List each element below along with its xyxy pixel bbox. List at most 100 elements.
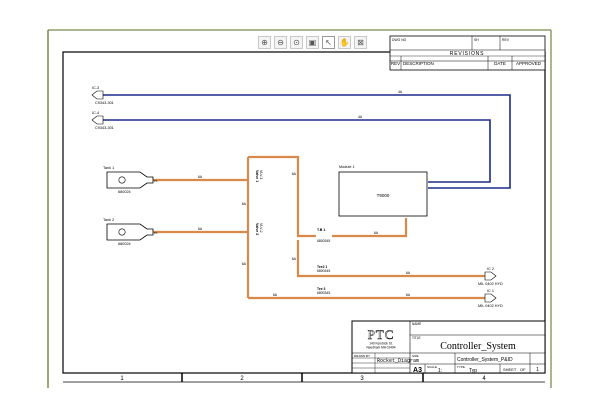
tee-3[interactable]: Tee 3 6800345 <box>317 287 330 295</box>
pipe-to-tee1[interactable] <box>248 155 316 238</box>
valve-1-body <box>250 166 262 188</box>
tank-1[interactable]: Tank 1 680024 P1 <box>103 166 158 194</box>
title-block-frame <box>351 320 546 374</box>
connector-ic4-label: IC-4 <box>92 111 99 115</box>
pipe-tee1-module[interactable] <box>332 218 408 238</box>
tank-2-label: Tank 2 <box>103 218 114 222</box>
close-view-button[interactable]: ⊠ <box>354 36 367 49</box>
connector-arrow-icon <box>484 293 497 303</box>
sheet-count: 1 <box>536 367 539 373</box>
line-tag: 6A <box>198 175 203 179</box>
pipe-to-ic2[interactable] <box>296 240 485 278</box>
zoom-fit-button[interactable]: ⊙ <box>290 36 303 49</box>
tank-gauge-icon <box>118 228 126 236</box>
select-tool-button[interactable]: ↖ <box>322 36 335 49</box>
size-label: SIZE <box>412 354 419 358</box>
signal-line-ic3[interactable] <box>103 94 511 189</box>
zoom-window-button[interactable]: ▣ <box>306 36 319 49</box>
connector-ic1-label: IC 1 <box>487 289 494 293</box>
module-1[interactable]: Module 1 T9000 <box>338 165 428 217</box>
zone-label: 4 <box>482 376 486 382</box>
company-address-line1: 140 Kendrick St. <box>369 342 393 346</box>
zone-label: 1 <box>120 376 124 382</box>
valve-1[interactable]: Valve 1 VLV-1 <box>250 166 263 188</box>
zone-label: 3 <box>360 376 364 382</box>
revisions-title: REVISIONS <box>450 51 484 57</box>
type-label: TYPE <box>457 365 465 369</box>
connector-ic2[interactable]: IC 2 MIL 0402 HYD <box>478 267 503 286</box>
line-tag: 6A <box>406 293 411 297</box>
revision-label: REV <box>502 38 510 42</box>
valve-2-label: Valve 2 <box>255 223 259 235</box>
col-header-rev: REV <box>391 61 400 66</box>
module-1-part: T9000 <box>377 193 390 198</box>
type-value: Typ <box>469 368 477 374</box>
title-block: PTC 140 Kendrick St. Needham MA 02494 NA… <box>351 320 546 374</box>
zoom-out-button[interactable]: ⊖ <box>274 36 287 49</box>
scale-value: 1: <box>438 368 442 374</box>
tee-2-label: Tee2 1 <box>317 265 327 269</box>
revision-block-frame <box>389 35 546 71</box>
zoom-in-button[interactable]: ⊕ <box>258 36 271 49</box>
tee-3-part: 6800345 <box>317 291 330 295</box>
connector-arrow-icon <box>484 271 497 281</box>
revision-block: DWG NO SH REV REVISIONS REV DESCRIPTION … <box>389 35 546 71</box>
tank-2-port: P1 <box>154 231 158 235</box>
viewer-toolbar: ⊕ ⊖ ⊙ ▣ ↖ ✋ ⊠ <box>258 36 367 50</box>
tee-1-label: T.B 1 <box>317 228 325 232</box>
line-tag: 4A <box>398 90 403 94</box>
connector-ic3-part: C9343-301 <box>95 101 114 105</box>
sheet-label: SHEET <box>503 367 517 372</box>
valve-1-label: Valve 1 <box>255 170 259 182</box>
connector-ic1[interactable]: IC 1 MIL 0402 HYD <box>478 289 503 308</box>
line-tag: 6A <box>273 293 278 297</box>
tank-1-port: P1 <box>154 179 158 183</box>
size-value: A3 <box>413 367 422 374</box>
valve-2-tag: VLV-2 <box>259 223 263 233</box>
dwg-no-label: DWG NO <box>392 38 407 42</box>
document-name: Controller_System_P&ID <box>457 357 513 363</box>
connector-arrow-icon <box>91 90 104 100</box>
tank-1-label: Tank 1 <box>103 166 114 170</box>
connector-ic2-part: MIL 0402 HYD <box>478 282 503 286</box>
signal-line-ic4[interactable] <box>103 119 491 183</box>
col-header-approved: APPROVED <box>516 61 542 66</box>
line-tag: 6A <box>198 227 203 231</box>
zone-label: 2 <box>240 376 244 382</box>
name-label: NAME <box>412 322 421 326</box>
valve-2-body <box>250 220 262 242</box>
of-label: OF <box>520 367 526 372</box>
tee-2-part: 6800345 <box>317 269 330 273</box>
col-header-description: DESCRIPTION <box>403 61 434 66</box>
drawn-by-label: DRAWN BY <box>354 354 370 358</box>
scale-label: SCALE <box>427 365 437 369</box>
connector-ic4-part: C9343-301 <box>95 126 114 130</box>
connector-ic1-part: MIL 0402 HYD <box>478 304 503 308</box>
line-tag: 6A <box>242 202 247 206</box>
tee-2[interactable]: Tee2 1 6800345 <box>317 265 330 273</box>
tank-2-body <box>106 223 154 241</box>
tank-2[interactable]: Tank 2 680024 P1 <box>103 218 158 246</box>
company-logo: PTC <box>368 327 395 342</box>
tank-gauge-icon <box>118 176 126 184</box>
title-label: TITLE <box>412 336 421 340</box>
tank-1-part: 680024 <box>118 190 131 194</box>
tank-1-body <box>106 171 154 189</box>
tee-1-part: 6800345 <box>317 239 330 243</box>
pipe-network <box>153 155 485 300</box>
sheet-number-label: SH <box>474 38 479 42</box>
connector-ic3[interactable]: IC-3 C9343-301 <box>91 86 114 105</box>
pan-tool-button[interactable]: ✋ <box>338 36 351 49</box>
valve-2[interactable]: Valve 2 VLV-2 <box>250 220 263 242</box>
connector-ic4[interactable]: IC-4 C9343-301 <box>91 111 114 130</box>
drawing-frame <box>62 51 546 374</box>
line-tag: 6A <box>292 172 297 176</box>
connector-ic3-label: IC-3 <box>92 86 99 90</box>
line-tag: 6A <box>292 257 297 261</box>
drawing-title: Controller_System <box>440 341 516 352</box>
module-1-box <box>338 171 428 217</box>
tee-1[interactable]: T.B 1 6800345 <box>317 228 330 243</box>
col-header-date: DATE <box>494 61 506 66</box>
tank-2-part: 680024 <box>118 242 131 246</box>
